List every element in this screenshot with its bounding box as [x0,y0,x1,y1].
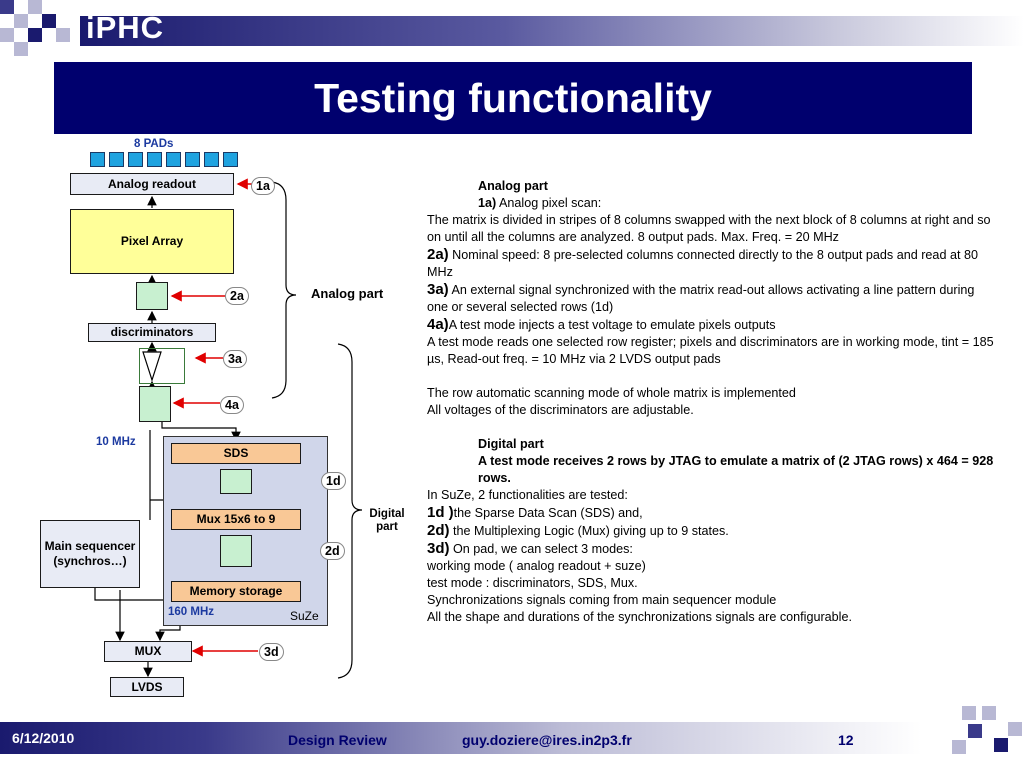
notes-p6: All voltages of the discriminators are a… [427,403,694,417]
notes-key-2d: 2d) [427,522,450,539]
header-bar [80,16,1024,46]
pads-label: 8 PADs [134,138,174,150]
notes-key-3a: 3a) [427,281,449,298]
switch-4a [139,386,171,422]
logo-text: iPHC [86,10,165,45]
sds-box: SDS [171,443,301,464]
notes-key-1a: 1a) [478,196,497,210]
notes-p8: working mode ( analog readout + suze) [427,559,646,573]
switch-2d [220,535,252,567]
footer-email: guy.doziere@ires.in2p3.fr [462,732,632,748]
notes-key-4a: 4a) [427,316,449,333]
notes-p11: All the shape and durations of the synch… [427,610,852,624]
notes-digital-sub: A test mode receives 2 rows by JTAG to e… [478,454,994,485]
main-sequencer-box: Main sequencer (synchros…) [40,520,140,588]
notes-digital-head: Digital part [478,437,544,451]
notes-p1: The matrix is divided in stripes of 8 co… [427,213,991,244]
tag-1d: 1d [321,472,346,490]
pixel-array-box: Pixel Array [70,209,234,274]
notes-p9: test mode : discriminators, SDS, Mux. [427,576,638,590]
notes-1a: Analog pixel scan: [496,196,602,210]
tag-1a: 1a [251,177,275,195]
notes-1d: the Sparse Data Scan (SDS) and, [453,506,643,520]
notes-panel: Analog part 1a) Analog pixel scan: The m… [427,178,997,626]
footer-review: Design Review [288,732,387,748]
notes-p10: Synchronizations signals coming from mai… [427,593,777,607]
notes-3d: On pad, we can select 3 modes: [449,542,633,556]
notes-key-2a: 2a) [427,246,449,263]
page-title: Testing functionality [314,75,712,121]
title-band [54,62,972,134]
notes-key-3d: 3d) [427,540,450,557]
notes-4a: A test mode injects a test voltage to em… [448,318,776,332]
analog-readout-box: Analog readout [70,173,234,195]
notes-3a: An external signal synchronized with the… [427,283,975,314]
freq-10-label: 10 MHz [96,436,136,448]
mux15-box: Mux 15x6 to 9 [171,509,301,530]
footer-date: 6/12/2010 [12,730,75,746]
analog-part-label: Analog part [311,286,384,301]
footer-bar [0,722,1024,754]
tag-3d: 3d [259,643,284,661]
notes-2d: the Multiplexing Logic (Mux) giving up t… [449,524,729,538]
tag-2a: 2a [225,287,249,305]
notes-p4: A test mode reads one selected row regis… [427,335,994,366]
tag-2d: 2d [320,542,345,560]
tag-3a: 3a [223,350,247,368]
switch-2a [136,282,168,310]
mux-box: MUX [104,641,192,662]
lvds-box: LVDS [110,677,184,697]
notes-key-1d: 1d ) [427,504,454,521]
gate-3a [139,348,185,384]
footer-page-number: 12 [838,732,854,748]
freq-160-label: 160 MHz [168,606,215,618]
switch-1d [220,469,252,494]
suze-label: SuZe [290,609,319,623]
notes-p5: The row automatic scanning mode of whole… [427,386,796,400]
tag-4a: 4a [220,396,244,414]
notes-2a: Nominal speed: 8 pre-selected columns co… [427,248,978,279]
digital-part-label: Digital part [369,508,405,533]
notes-analog-head: Analog part [478,179,548,193]
memory-box: Memory storage [171,581,301,602]
notes-p7: In SuZe, 2 functionalities are tested: [427,488,628,502]
discriminators-box: discriminators [88,323,216,342]
